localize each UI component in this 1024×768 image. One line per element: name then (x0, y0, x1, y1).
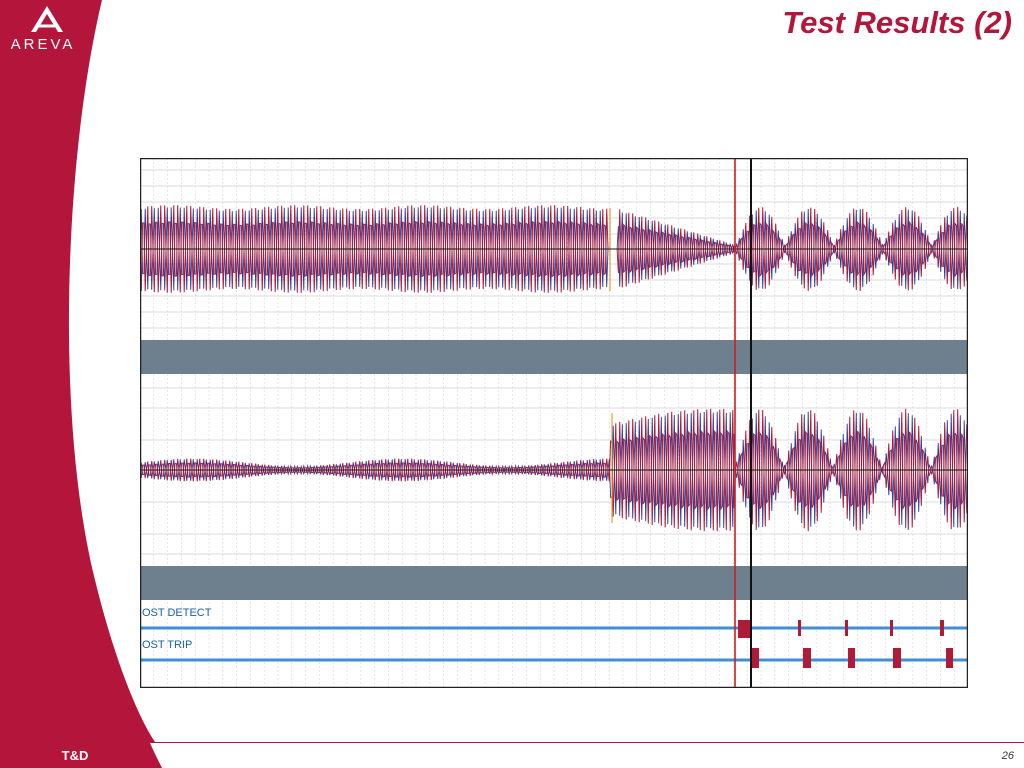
digital-pulses (738, 620, 953, 668)
digital-channels: OST DETECT OST TRIP (140, 607, 968, 668)
areva-a-icon (31, 6, 63, 32)
slide-title: Test Results (2) (782, 5, 1012, 40)
sidebar-band (0, 0, 162, 768)
footer-division: T&D (61, 748, 89, 763)
oscillography-plot: OST DETECT OST TRIP (140, 158, 968, 688)
separator-bar-1 (140, 340, 968, 374)
separator-bar-2 (140, 566, 968, 600)
plot-frame (140, 158, 968, 688)
ost-detect-label: OST DETECT (142, 607, 212, 619)
page-number: 26 (1001, 750, 1014, 762)
footer-rule (0, 742, 1024, 743)
logo-wordmark: AREVA (10, 36, 76, 53)
areva-logo: AREVA (0, 0, 100, 66)
ost-trip-label: OST TRIP (142, 639, 192, 651)
